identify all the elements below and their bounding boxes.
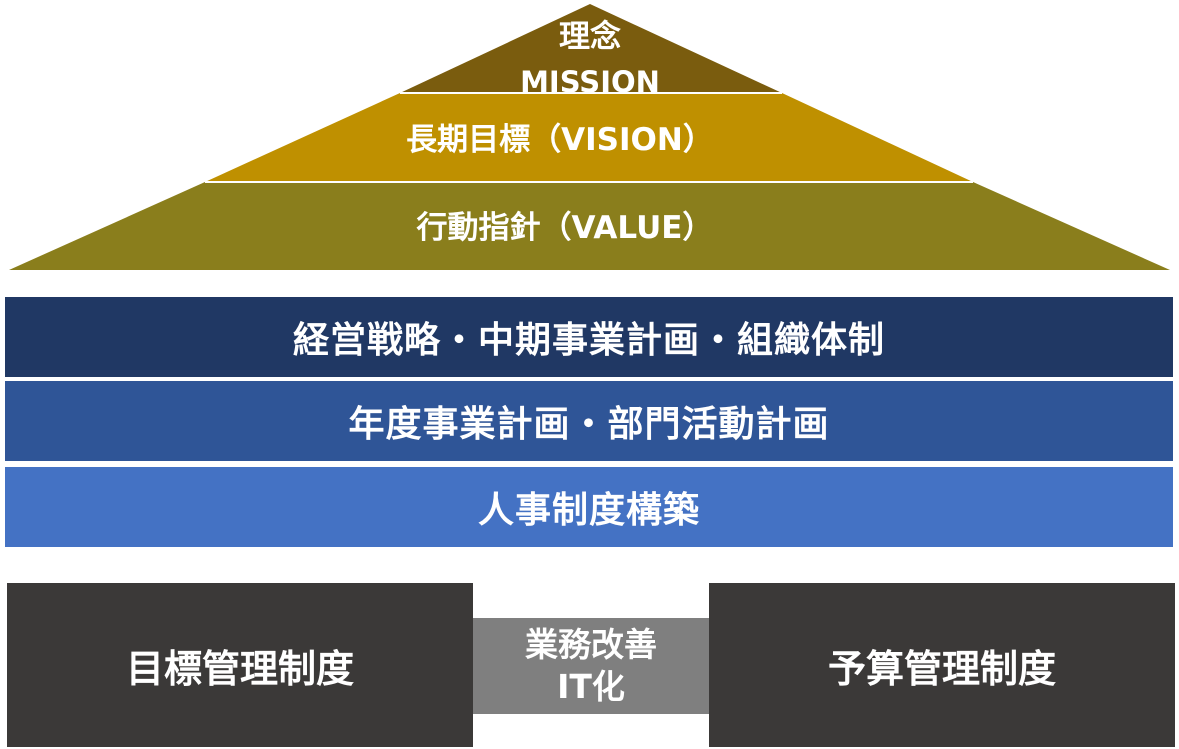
it-label: IT化 [557, 667, 625, 706]
pyramid-tier-value [9, 182, 1170, 270]
budget-label: 予算管理制度 [827, 646, 1056, 691]
improvement-label: 業務改善 [525, 625, 657, 664]
mission-label: MISSION [520, 65, 660, 99]
band-annual-plan: 年度事業計画・部門活動計画 [5, 381, 1173, 461]
band-strategy: 経営戦略・中期事業計画・組織体制 [5, 297, 1173, 377]
mission-title: 理念 [559, 19, 621, 55]
foundation-right-budget: 予算管理制度 [709, 583, 1175, 747]
pyramid-tier-mission [400, 4, 782, 93]
pyramid-diagram: 理念 MISSION 長期目標（VISION） 行動指針（VALUE） [9, 4, 1170, 270]
foundation-left-mbo: 目標管理制度 [7, 583, 473, 747]
mbo-label: 目標管理制度 [125, 646, 354, 691]
pyramid-tier-vision [205, 93, 973, 182]
band-hr-system: 人事制度構築 [5, 467, 1173, 547]
vision-label: 長期目標（VISION） [406, 122, 714, 158]
foundation-center-improvement: 業務改善 IT化 [473, 618, 709, 714]
value-label: 行動指針（VALUE） [416, 210, 714, 246]
